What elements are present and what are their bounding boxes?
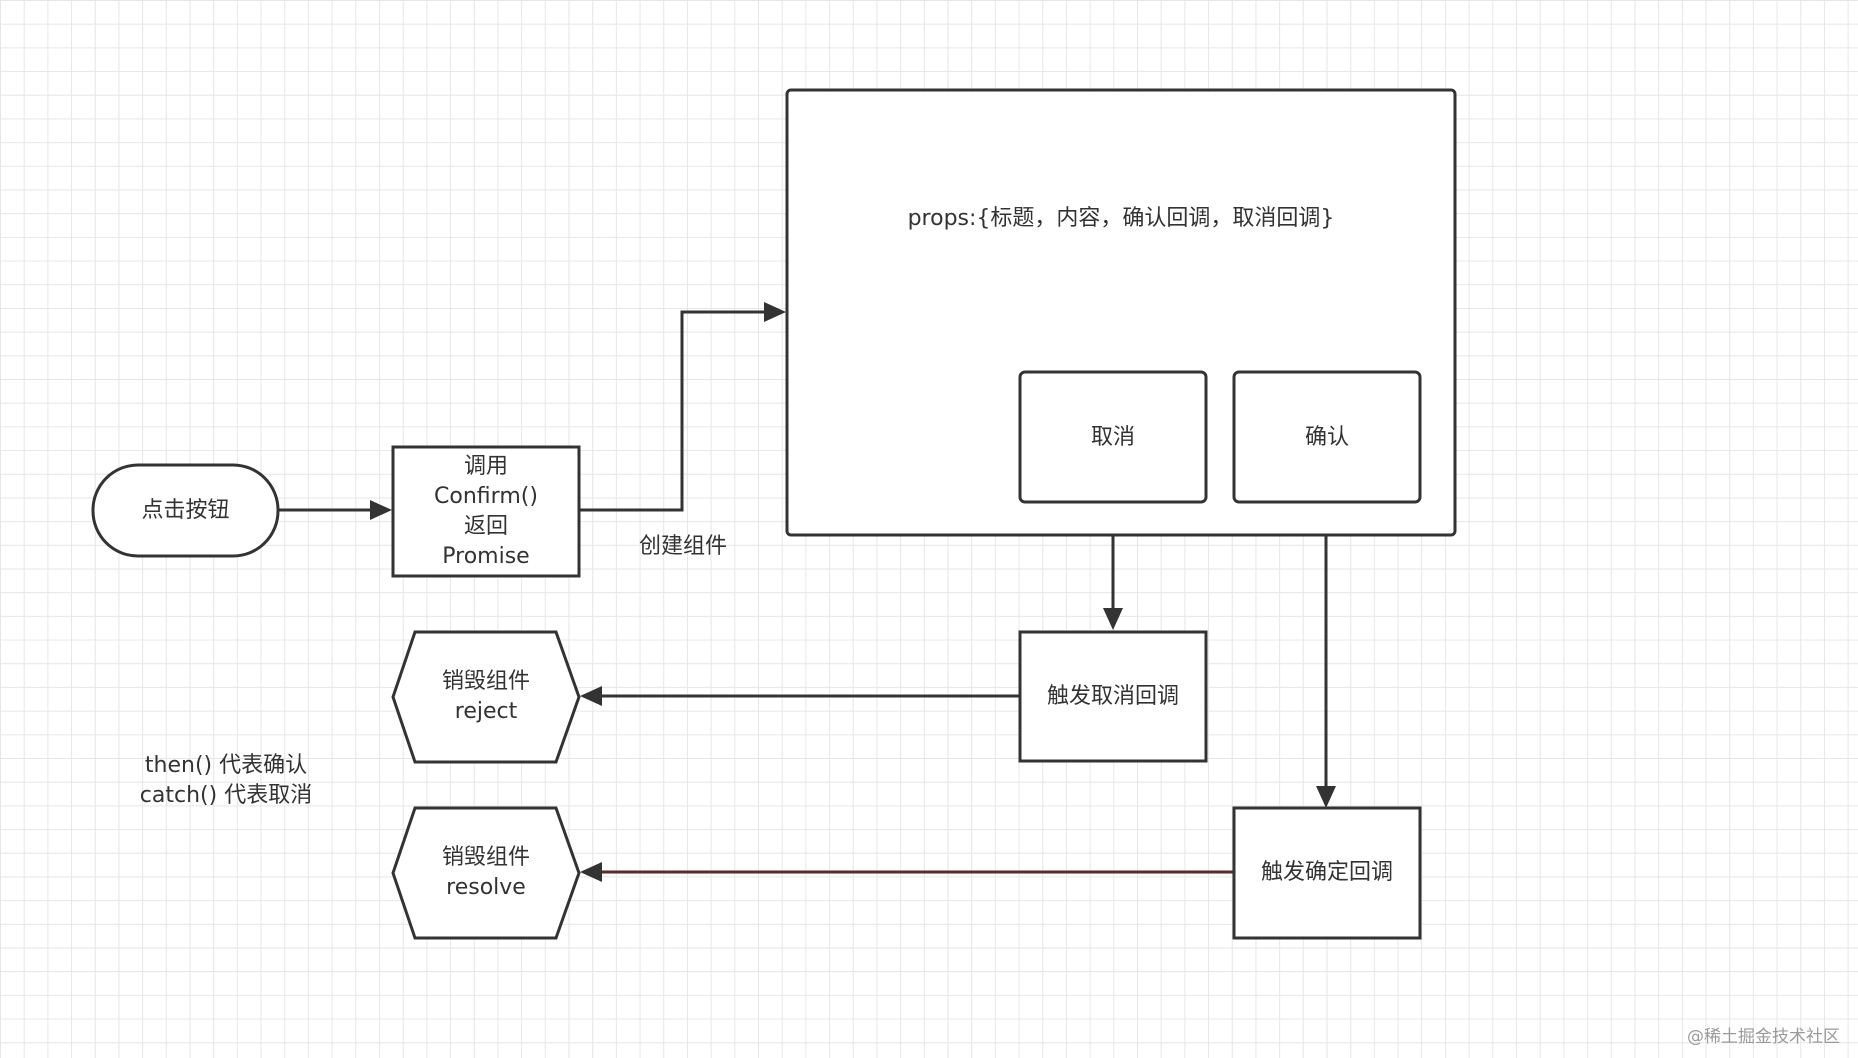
destroy-resolve-line-1: 销毁组件	[442, 845, 530, 870]
trigger-cancel-label: 触发取消回调	[1047, 684, 1179, 709]
cancel-button-label: 取消	[1091, 425, 1135, 450]
call-confirm-node: 调用 Confirm() 返回 Promise	[391, 445, 581, 578]
destroy-resolve-line-2: resolve	[446, 875, 526, 900]
destroy-reject-node: 销毁组件 reject	[391, 630, 581, 764]
watermark-text: @稀土掘金技术社区	[1687, 1027, 1840, 1047]
confirm-button-node: 确认	[1232, 370, 1422, 504]
destroy-resolve-node: 销毁组件 resolve	[391, 806, 581, 940]
edge-label-create-component: 创建组件	[639, 534, 727, 559]
confirm-button-label: 确认	[1305, 425, 1349, 450]
edge-start-to-call-confirm	[279, 500, 392, 520]
component-props-label: props:{标题，内容，确认回调，取消回调}	[908, 206, 1335, 231]
start-node-label: 点击按钮	[141, 498, 229, 523]
call-confirm-line-4: Promise	[442, 544, 529, 569]
note-line-catch: catch() 代表取消	[140, 783, 312, 808]
start-node: 点击按钮	[91, 463, 280, 558]
edge-trigger-confirm-to-resolve	[580, 862, 1234, 882]
trigger-confirm-node: 触发确定回调	[1232, 806, 1422, 940]
note-text: then() 代表确认 catch() 代表取消	[140, 753, 312, 808]
trigger-cancel-node: 触发取消回调	[1018, 630, 1208, 763]
trigger-confirm-label: 触发确定回调	[1261, 860, 1393, 885]
call-confirm-line-2: Confirm()	[434, 484, 538, 509]
edge-trigger-cancel-to-reject	[580, 686, 1020, 706]
edge-confirm-to-trigger-confirm	[1316, 502, 1336, 808]
cancel-button-node: 取消	[1018, 370, 1208, 504]
note-line-then: then() 代表确认	[145, 753, 307, 778]
edge-call-confirm-to-component	[580, 302, 786, 512]
destroy-reject-line-2: reject	[455, 699, 518, 724]
destroy-reject-line-1: 销毁组件	[442, 669, 530, 694]
call-confirm-line-3: 返回	[464, 514, 508, 539]
call-confirm-line-1: 调用	[464, 454, 508, 479]
